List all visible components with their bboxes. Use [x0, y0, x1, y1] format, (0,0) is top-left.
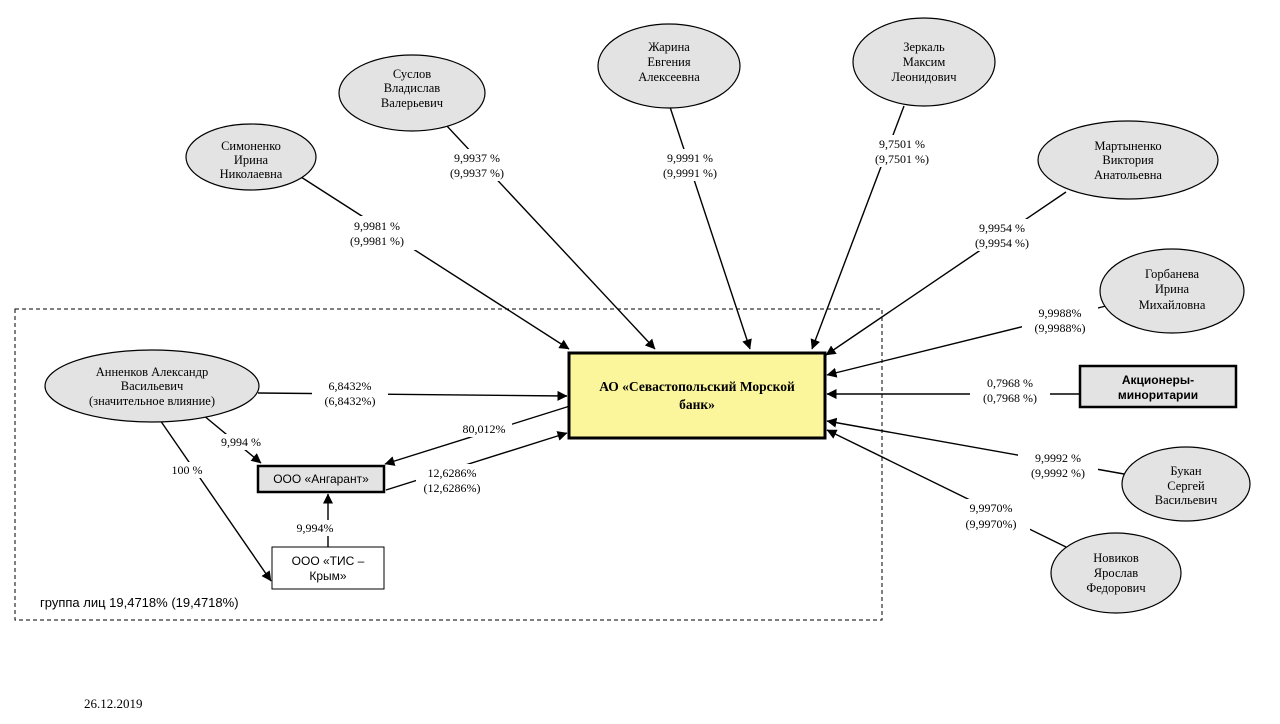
node-martynenko-line-2: Виктория [1102, 153, 1153, 167]
node-annenkov-line-1: Анненков Александр [96, 365, 208, 379]
group-frame [14, 308, 883, 621]
edge-label-angarant-bank: 12,6286% (12,6286%) [416, 464, 488, 496]
node-zharina-line-3: Алексеевна [638, 70, 700, 84]
edge-label-annenkov-angarant: 9,994 % [215, 434, 267, 450]
node-bank[interactable]: АО «Севастопольский Морской банк» [567, 351, 827, 440]
edge-label-zerkal-line-2: (9,7501 %) [875, 152, 929, 166]
edge-label-novikov: 9,9970% (9,9970%) [952, 499, 1030, 532]
node-zerkal-line-1: Зеркаль [903, 40, 945, 54]
node-novikov-line-3: Федорович [1086, 581, 1145, 595]
node-martynenko-line-3: Анатольевна [1094, 168, 1162, 182]
node-gorbaneva-line-1: Горбанева [1145, 267, 1200, 281]
edge-label-annenkov-angarant-line-1: 9,994 % [221, 435, 261, 449]
node-suslov-line-3: Валерьевич [381, 96, 443, 110]
node-bank-line-2: банк» [679, 397, 715, 412]
edge-label-minority: 0,7968 % (0,7968 %) [970, 374, 1050, 406]
node-suslov-line-1: Суслов [393, 67, 431, 81]
node-simonenko-line-1: Симоненко [221, 139, 281, 153]
edge-label-zerkal-line-1: 9,7501 % [879, 137, 925, 151]
edge-label-gorbaneva-line-2: (9,9988%) [1035, 321, 1086, 335]
node-minority-line-2: миноритарии [1118, 388, 1198, 402]
node-annenkov[interactable]: Анненков Александр Васильевич (значитель… [44, 349, 260, 423]
document-date: 26.12.2019 [84, 696, 143, 711]
node-bank-line-1: АО «Севастопольский Морской [599, 379, 795, 394]
node-suslov[interactable]: Суслов Владислав Валерьевич [338, 54, 486, 132]
node-bukan[interactable]: Букан Сергей Васильевич [1121, 446, 1251, 522]
edge-label-bank-angarant-line-1: 80,012% [463, 422, 506, 436]
edge-label-zharina-line-2: (9,9991 %) [663, 166, 717, 180]
node-angarant-line-1: ООО «Ангарант» [273, 472, 369, 486]
edge-label-gorbaneva-line-1: 9,9988% [1039, 306, 1082, 320]
edge-label-simonenko: 9,9981 % (9,9981 %) [338, 216, 416, 250]
node-annenkov-line-2: Васильевич [121, 379, 184, 393]
edge-simonenko-bank [300, 176, 570, 350]
edge-annenkov-bank [257, 390, 568, 401]
edge-label-tis-angarant: 9,994% [290, 520, 340, 536]
edge-label-zharina-line-1: 9,9991 % [667, 151, 713, 165]
node-angarant[interactable]: ООО «Ангарант» [256, 464, 386, 494]
edge-label-angarant-bank-line-1: 12,6286% [428, 466, 477, 480]
node-tis-line-1: ООО «ТИС – [292, 554, 365, 568]
node-annenkov-line-3: (значительное влияние) [89, 394, 215, 408]
edge-label-martynenko: 9,9954 % (9,9954 %) [962, 219, 1042, 251]
edge-label-bank-angarant: 80,012% [456, 421, 512, 437]
edge-label-minority-line-2: (0,7968 %) [983, 391, 1037, 405]
node-minority[interactable]: Акционеры- миноритарии [1078, 364, 1238, 409]
edge-annenkov-tis [159, 419, 272, 582]
node-simonenko[interactable]: Симоненко Ирина Николаевна [185, 123, 317, 191]
node-tis-line-2: Крым» [309, 569, 347, 583]
node-bukan-line-1: Букан [1170, 464, 1202, 478]
node-gorbaneva-line-2: Ирина [1155, 282, 1190, 296]
edge-label-annenkov-bank: 6,8432% (6,8432%) [312, 377, 388, 409]
edge-label-bukan-line-1: 9,9992 % [1035, 451, 1081, 465]
edge-novikov-bank [826, 429, 1067, 548]
node-minority-line-1: Акционеры- [1122, 373, 1194, 387]
node-novikov-line-1: Новиков [1093, 551, 1139, 565]
node-martynenko[interactable]: Мартыненко Виктория Анатольевна [1037, 120, 1219, 200]
node-simonenko-line-2: Ирина [234, 153, 269, 167]
node-tis[interactable]: ООО «ТИС – Крым» [271, 546, 385, 590]
node-gorbaneva[interactable]: Горбанева Ирина Михайловна [1099, 248, 1245, 334]
edge-label-novikov-line-1: 9,9970% [970, 501, 1013, 515]
edge-label-minority-line-1: 0,7968 % [987, 376, 1033, 390]
edge-label-annenkov-bank-line-1: 6,8432% [329, 379, 372, 393]
node-zharina-line-1: Жарина [648, 40, 690, 54]
edge-labels: 9,9981 % (9,9981 %) 9,9937 % (9,9937 %) … [166, 135, 1098, 536]
edge-label-annenkov-tis-line-1: 100 % [172, 463, 203, 477]
edge-label-simonenko-line-2: (9,9981 %) [350, 234, 404, 248]
edge-label-suslov-line-1: 9,9937 % [454, 151, 500, 165]
node-zerkal-line-3: Леонидович [891, 70, 956, 84]
node-bukan-line-2: Сергей [1167, 479, 1205, 493]
node-novikov-line-2: Ярослав [1094, 566, 1138, 580]
edge-label-zharina: 9,9991 % (9,9991 %) [650, 149, 730, 181]
node-gorbaneva-line-3: Михайловна [1139, 298, 1206, 312]
node-zharina-line-2: Евгения [647, 55, 690, 69]
node-zerkal-line-2: Максим [903, 55, 946, 69]
node-bukan-line-3: Васильевич [1155, 493, 1218, 507]
node-zerkal[interactable]: Зеркаль Максим Леонидович [852, 17, 996, 107]
edge-label-suslov-line-2: (9,9937 %) [450, 166, 504, 180]
node-martynenko-line-1: Мартыненко [1094, 139, 1161, 153]
node-zharina[interactable]: Жарина Евгения Алексеевна [597, 23, 741, 109]
edge-label-suslov: 9,9937 % (9,9937 %) [437, 149, 517, 181]
edge-label-annenkov-bank-line-2: (6,8432%) [325, 394, 376, 408]
edge-label-martynenko-line-1: 9,9954 % [979, 221, 1025, 235]
node-novikov[interactable]: Новиков Ярослав Федорович [1050, 532, 1182, 614]
edge-label-martynenko-line-2: (9,9954 %) [975, 236, 1029, 250]
edge-label-tis-angarant-line-1: 9,994% [297, 521, 334, 535]
node-simonenko-line-3: Николаевна [220, 167, 283, 181]
edge-label-bukan-line-2: (9,9992 %) [1031, 466, 1085, 480]
edge-label-gorbaneva: 9,9988% (9,9988%) [1022, 304, 1098, 336]
node-suslov-line-2: Владислав [384, 81, 441, 95]
edge-label-simonenko-line-1: 9,9981 % [354, 219, 400, 233]
group-caption: группа лиц 19,4718% (19,4718%) [40, 595, 239, 610]
edge-label-bukan: 9,9992 % (9,9992 %) [1018, 449, 1098, 481]
edge-label-novikov-line-2: (9,9970%) [966, 517, 1017, 531]
edge-label-annenkov-tis: 100 % [166, 462, 208, 478]
edge-zharina-bank [669, 106, 752, 350]
edge-label-angarant-bank-line-2: (12,6286%) [424, 481, 481, 495]
edge-label-zerkal: 9,7501 % (9,7501 %) [862, 135, 942, 167]
